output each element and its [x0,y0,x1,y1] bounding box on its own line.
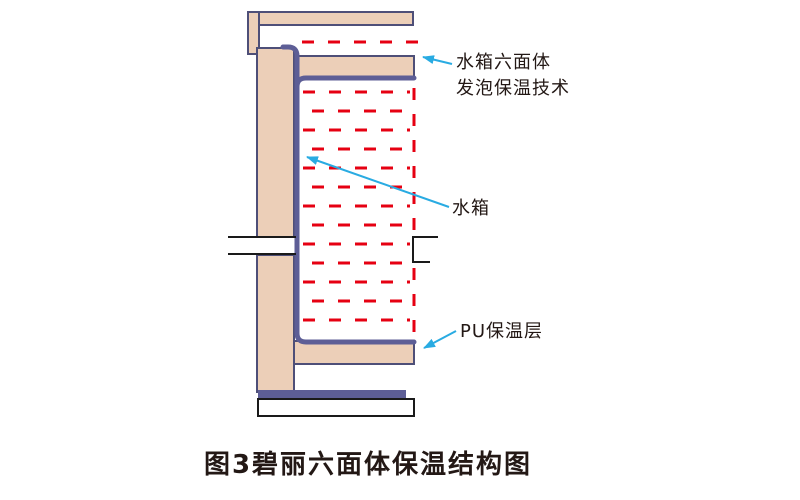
outer-shell-corner [247,11,260,55]
tank-inner-wall [294,75,417,345]
insulation-left-lower [256,254,295,393]
tank-base-panel [257,398,415,417]
pipe-connection-lines [228,236,296,255]
arrow-water-tank [306,156,450,208]
insulation-top [293,55,415,79]
label-foam-insulation: 水箱六面体 发泡保温技术 [456,50,570,102]
label-foam-insulation-line2: 发泡保温技术 [456,78,570,99]
wall-break-lines [412,236,438,263]
label-foam-insulation-line1: 水箱六面体 [456,52,551,73]
annotation-arrows [306,55,457,349]
tank-bottom-wall [258,390,406,399]
label-water-tank: 水箱 [452,198,490,219]
insulation-left-upper [256,47,295,238]
figure-caption: 图3碧丽六面体保温结构图 [203,450,533,480]
water-fill-hatching [302,40,419,333]
label-pu-layer: PU保温层 [460,321,544,342]
tank-top-cover [247,11,414,26]
arrow-foam [422,55,453,65]
tank-inner-wall-top-hook [280,44,300,93]
arrow-pu-layer [423,330,457,349]
